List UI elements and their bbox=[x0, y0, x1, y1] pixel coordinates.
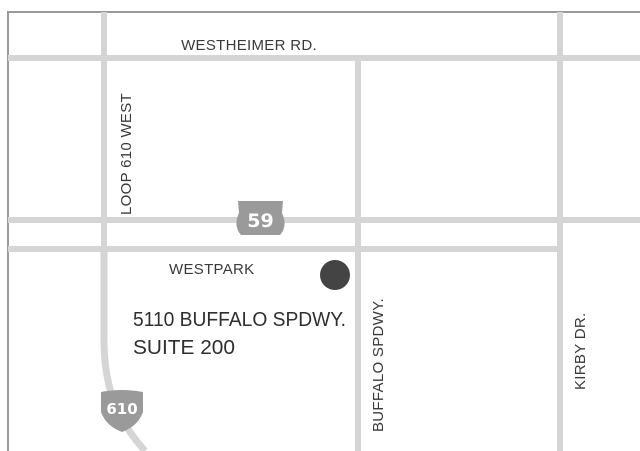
road-kirby bbox=[557, 12, 563, 451]
label-buffalo-spdwy: BUFFALO SPDWY. bbox=[370, 298, 387, 432]
address-line-2: SUITE 200 bbox=[133, 337, 235, 359]
label-loop610-west: LOOP 610 WEST bbox=[118, 93, 135, 215]
map-border bbox=[7, 11, 640, 451]
road-us59-south-lane bbox=[8, 246, 560, 252]
label-westpark: WESTPARK bbox=[169, 261, 254, 278]
us59-shield-number: 59 bbox=[247, 210, 273, 232]
us59-shield-icon: 59 bbox=[236, 201, 285, 235]
road-buffalo-spdwy bbox=[355, 55, 361, 451]
i610-shield-icon: 610 bbox=[101, 390, 143, 432]
address-line-1: 5110 BUFFALO SPDWY. bbox=[133, 309, 346, 331]
location-marker-icon bbox=[320, 260, 350, 290]
label-westheimer: WESTHEIMER RD. bbox=[181, 37, 317, 54]
label-kirby: KIRBY DR. bbox=[572, 313, 589, 390]
road-loop610-upper bbox=[101, 12, 107, 252]
road-us59-north-lane bbox=[8, 217, 640, 223]
i610-shield-number: 610 bbox=[106, 400, 137, 418]
road-westheimer bbox=[8, 55, 640, 61]
